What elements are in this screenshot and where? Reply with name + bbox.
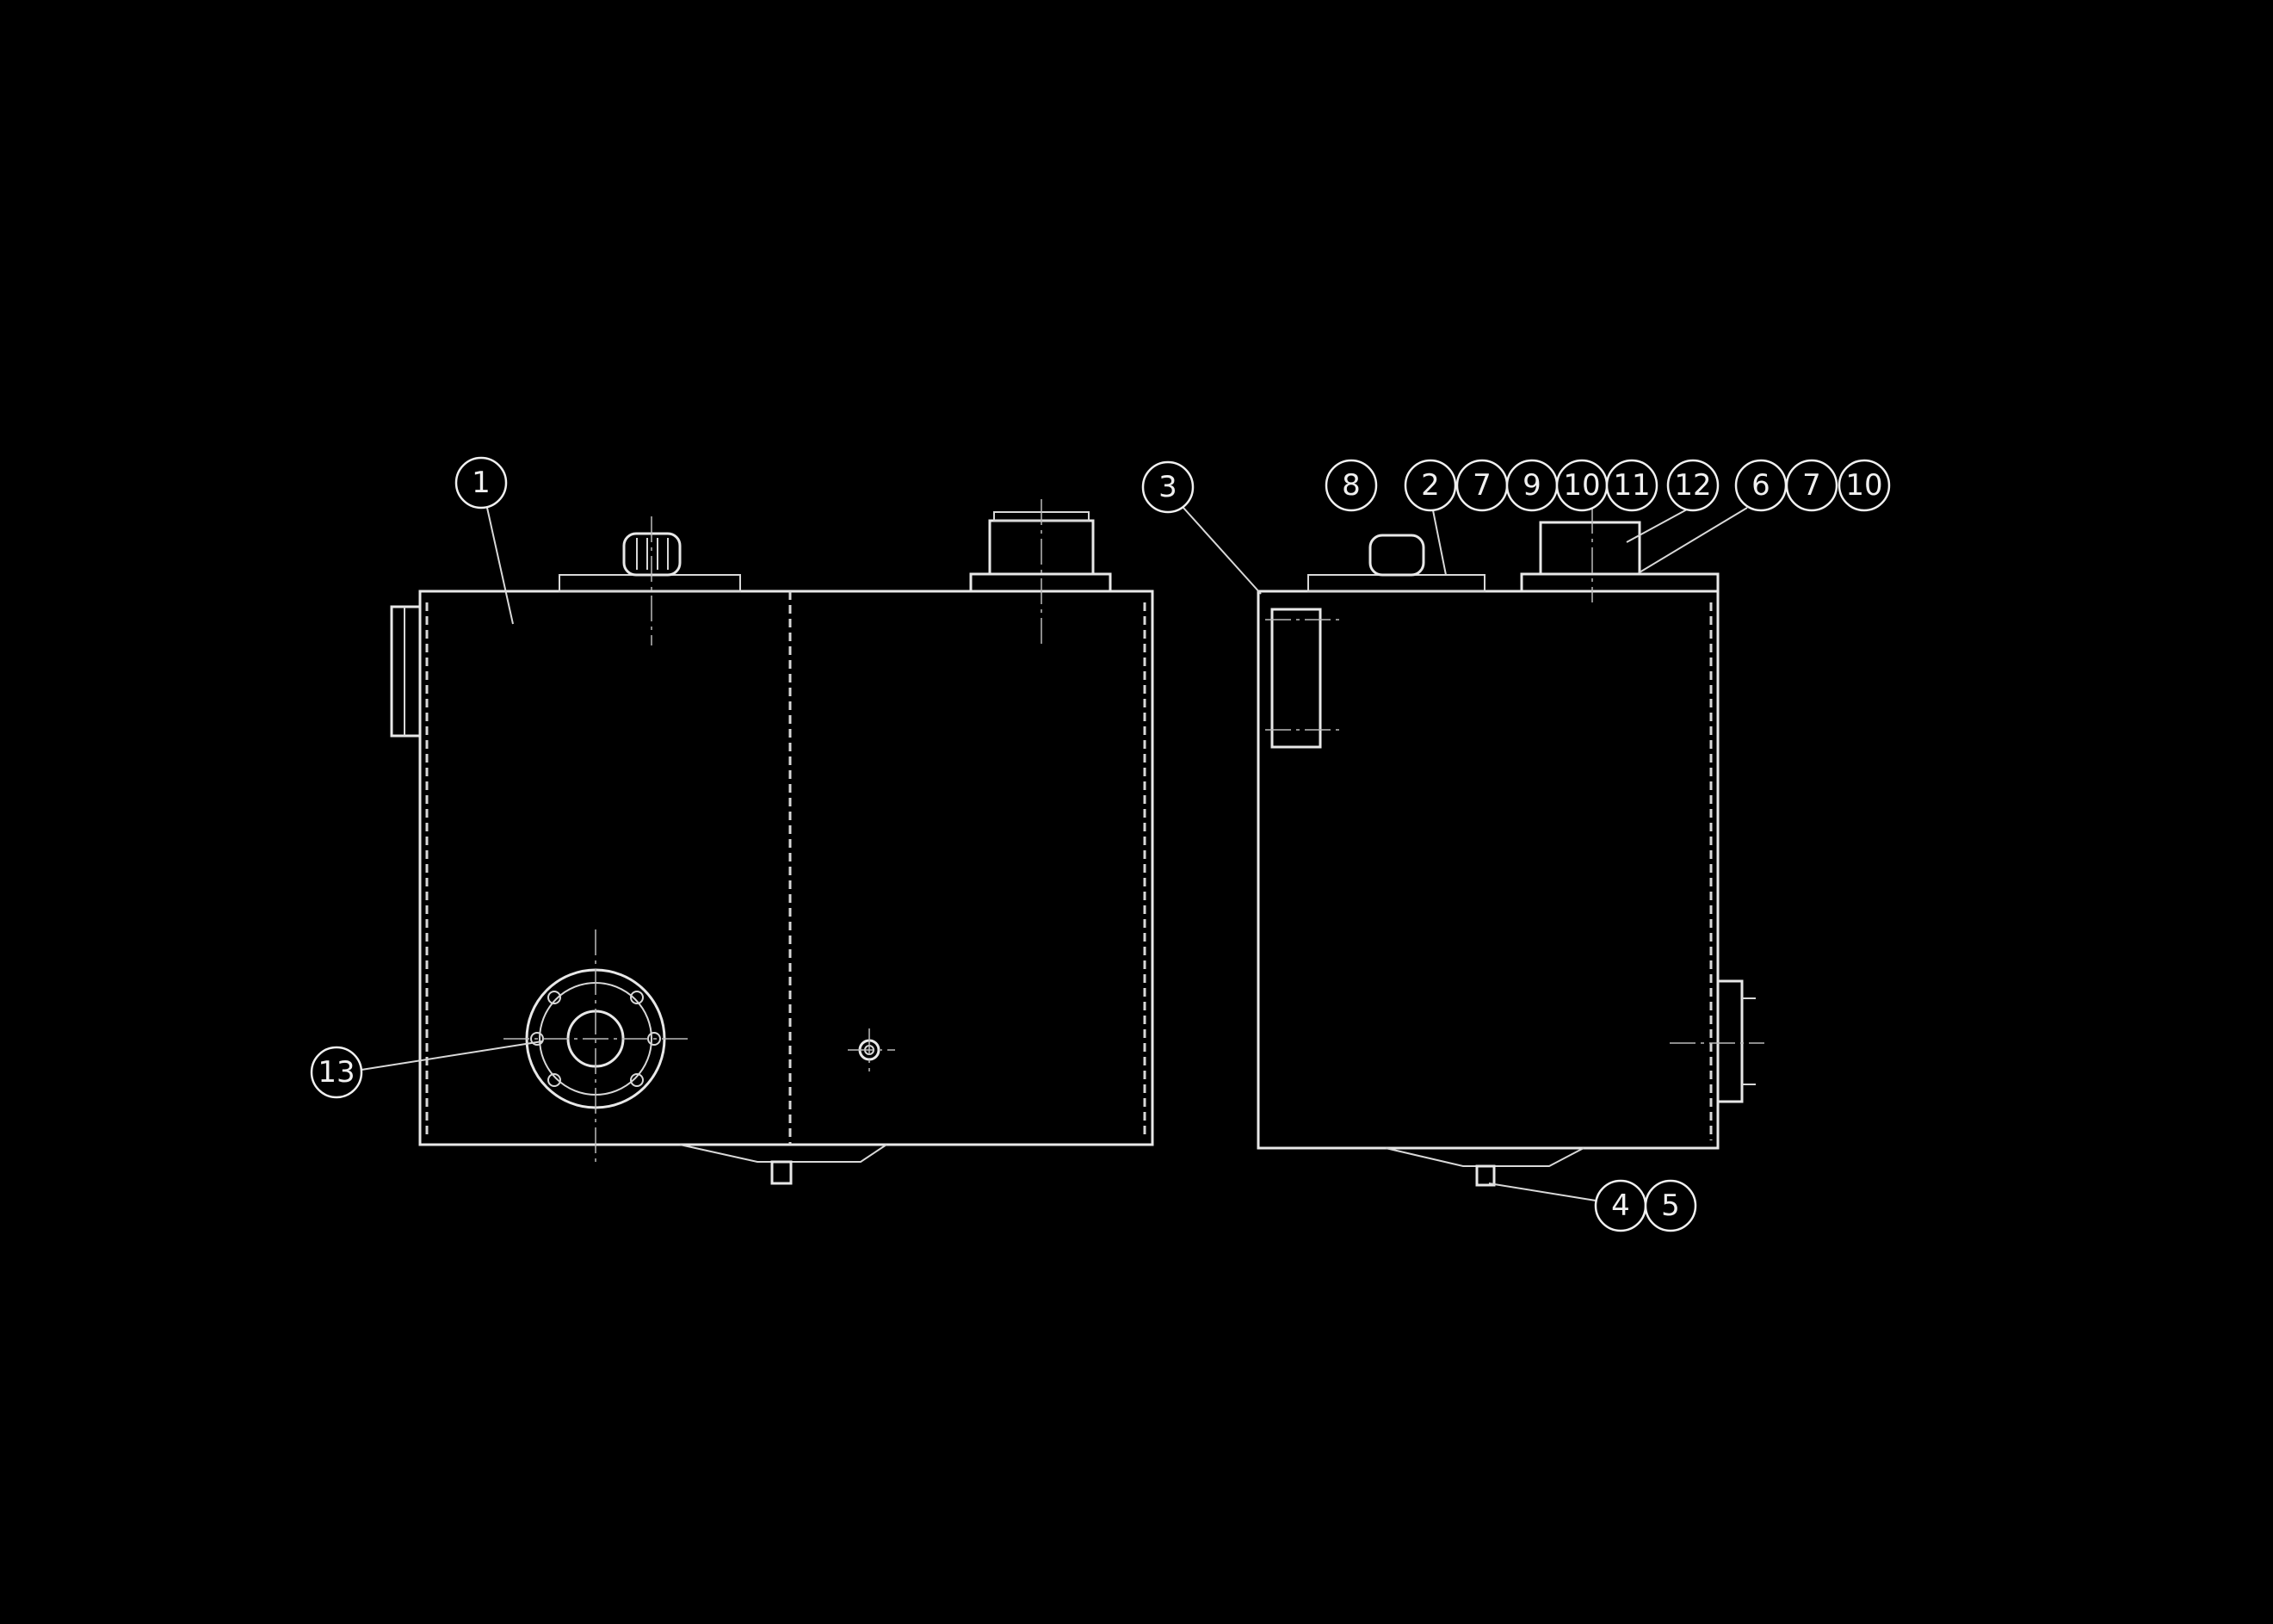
side-breather <box>1368 534 1425 577</box>
svg-text:1: 1 <box>472 466 491 500</box>
svg-text:11: 11 <box>1613 468 1650 503</box>
svg-text:7: 7 <box>1802 468 1821 503</box>
side-view <box>1257 508 1764 1187</box>
balloon-3: 3 <box>1141 460 1195 514</box>
balloon-13: 13 <box>310 1046 363 1099</box>
balloon-12: 12 <box>1666 459 1720 512</box>
side-tank-body <box>1257 590 1720 1150</box>
return-filter <box>969 499 1112 645</box>
balloon-7b: 7 <box>1785 459 1838 512</box>
level-gauge <box>390 605 422 738</box>
balloon-10b: 10 <box>1838 459 1891 512</box>
drain-plug <box>770 1160 793 1185</box>
balloon-8: 8 <box>1325 459 1378 512</box>
side-drain-plug <box>1475 1164 1496 1187</box>
balloon-10: 10 <box>1555 459 1609 512</box>
svg-text:4: 4 <box>1611 1189 1630 1223</box>
side-return-filter <box>1539 521 1641 576</box>
balloon-11: 11 <box>1605 459 1658 512</box>
svg-text:8: 8 <box>1342 468 1361 503</box>
svg-text:2: 2 <box>1421 468 1440 503</box>
breather-filter <box>559 516 741 645</box>
svg-text:10: 10 <box>1563 468 1600 503</box>
svg-text:5: 5 <box>1661 1189 1680 1223</box>
svg-text:7: 7 <box>1473 468 1492 503</box>
balloon-4: 4 <box>1594 1179 1647 1232</box>
svg-text:9: 9 <box>1523 468 1541 503</box>
side-flange <box>1716 979 1744 1103</box>
front-view <box>390 499 1154 1185</box>
cleanout-flange <box>503 929 689 1162</box>
svg-text:6: 6 <box>1751 468 1770 503</box>
balloon-5: 5 <box>1644 1179 1697 1232</box>
balloon-1: 1 <box>454 456 508 509</box>
front-tank-body <box>418 590 1154 1146</box>
svg-text:10: 10 <box>1845 468 1882 503</box>
balloon-7: 7 <box>1455 459 1509 512</box>
leader-lines <box>361 507 1748 1201</box>
svg-text:12: 12 <box>1674 468 1711 503</box>
svg-text:3: 3 <box>1158 470 1177 504</box>
balloon-2: 2 <box>1404 459 1457 512</box>
balloon-6: 6 <box>1734 459 1788 512</box>
balloon-9: 9 <box>1505 459 1559 512</box>
drain-port <box>848 1028 895 1071</box>
side-level-gauge <box>1270 608 1322 749</box>
svg-text:13: 13 <box>318 1055 355 1090</box>
